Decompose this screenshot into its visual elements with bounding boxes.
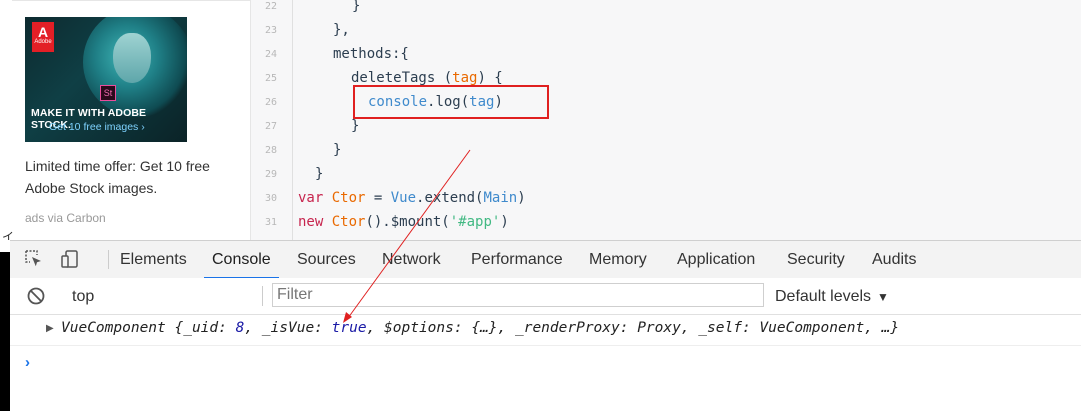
line-number: 29 (264, 169, 278, 180)
code-text: deleteTags (tag) { (351, 70, 503, 86)
divider (12, 0, 250, 5)
clear-console-icon[interactable] (26, 286, 46, 306)
code-line: 25 deleteTags (tag) { (251, 67, 1081, 90)
code-token: = (365, 190, 391, 206)
code-text: console.log(tag) (368, 94, 503, 110)
code-token: Ctor (331, 214, 366, 230)
code-text: var Ctor = Vue.extend(Main) (298, 190, 526, 206)
ad-artwork-face (113, 33, 151, 83)
code-text: } (351, 118, 360, 134)
context-selector[interactable]: top ▼ (72, 286, 312, 308)
inspect-element-icon[interactable] (24, 249, 44, 269)
code-token: deleteTags (351, 70, 436, 86)
context-selector-value: top (72, 288, 95, 305)
log-levels-dropdown[interactable]: Default levels ▼ (775, 286, 889, 308)
console-prompt-icon[interactable]: › (25, 354, 30, 371)
code-text: new Ctor().$mount('#app') (298, 214, 509, 230)
tab-console[interactable]: Console (204, 241, 279, 279)
code-text: } (333, 142, 342, 158)
adobe-stock-badge-icon: St (100, 85, 116, 101)
code-line: 27 } (251, 115, 1081, 138)
code-token: Main (483, 190, 518, 206)
ad-offer-link[interactable]: Limited time offer: Get 10 free Adobe St… (25, 158, 210, 196)
console-log-object[interactable]: VueComponent {_uid: 8, _isVue: true, $op… (61, 320, 899, 336)
code-line: 22 } (251, 0, 1081, 18)
tab-elements[interactable]: Elements (120, 251, 187, 268)
code-line: 24 methods:{ (251, 43, 1081, 66)
code-token: ().$mount( (365, 214, 450, 230)
device-toolbar-icon[interactable] (60, 249, 80, 269)
log-value: 8 (235, 320, 245, 336)
log-levels-label: Default levels (775, 288, 872, 305)
console-toolbar: top ▼ Default levels ▼ (10, 278, 1081, 315)
log-token: VueComponent { (61, 320, 184, 336)
line-number: 27 (264, 121, 278, 132)
expand-triangle-icon[interactable]: ▶ (46, 323, 54, 334)
tab-audits[interactable]: Audits (872, 251, 917, 268)
adobe-logo-label: Adobe (34, 39, 52, 45)
line-number: 24 (264, 49, 278, 60)
line-number: 22 (264, 1, 278, 12)
code-token: .log( (427, 94, 470, 110)
tab-memory[interactable]: Memory (589, 251, 647, 268)
code-line: 30 var Ctor = Vue.extend(Main) (251, 187, 1081, 210)
code-token: new (298, 214, 324, 230)
code-text: } (352, 0, 361, 14)
code-token: console (368, 94, 428, 110)
line-number: 31 (264, 217, 278, 228)
tab-security[interactable]: Security (787, 251, 845, 268)
line-number: 25 (264, 73, 278, 84)
ads-via-carbon-link[interactable]: ads via Carbon (25, 211, 106, 225)
highlight-box (353, 85, 549, 119)
tab-network[interactable]: Network (382, 251, 441, 268)
tab-application[interactable]: Application (677, 251, 756, 268)
code-token: Ctor (331, 190, 366, 206)
ad-cta-link[interactable]: Get 10 free images › (49, 121, 145, 133)
line-number: 23 (264, 25, 278, 36)
log-token: , _isVue: (244, 320, 332, 336)
devtools-panel: Elements Console Sources Network Perform… (0, 240, 1081, 411)
code-text: }, (333, 22, 350, 38)
tab-sources[interactable]: Sources (297, 251, 356, 268)
code-token: Vue (390, 190, 417, 206)
code-line: 29 } (251, 163, 1081, 186)
console-filter-input[interactable] (272, 283, 764, 307)
log-token: , $options: {…}, _renderProxy: Proxy, _s… (366, 320, 900, 336)
code-line: 31 new Ctor().$mount('#app') (251, 211, 1081, 234)
log-value: true (331, 320, 367, 336)
code-token: tag (452, 70, 478, 86)
line-number: 26 (264, 97, 278, 108)
tab-performance[interactable]: Performance (471, 251, 563, 268)
ad-headline: MAKE IT WITH ADOBE STOCK. (31, 107, 147, 131)
toolbar-divider (262, 286, 263, 306)
code-token: '#app' (449, 214, 501, 230)
log-token: _uid: (183, 320, 236, 336)
console-message[interactable]: ▶ VueComponent {_uid: 8, _isVue: true, $… (10, 315, 1081, 346)
gutter-border (292, 0, 293, 240)
dropdown-arrow-icon: ▼ (877, 290, 889, 304)
code-line: 23 }, (251, 19, 1081, 42)
code-token: var (298, 190, 324, 206)
code-editor: 22 } 23 }, 24 methods:{ 25 deleteTags (t… (251, 0, 1081, 240)
code-text: } (315, 166, 324, 182)
code-token: .extend( (416, 190, 484, 206)
code-token: tag (469, 94, 495, 110)
code-line: 28 } (251, 139, 1081, 162)
toolbar-divider (108, 250, 109, 269)
line-number: 28 (264, 145, 278, 156)
window-edge (0, 252, 10, 411)
line-number: 30 (264, 193, 278, 204)
devtools-tab-bar: Elements Console Sources Network Perform… (10, 240, 1081, 279)
code-line: 26 console.log(tag) (251, 91, 1081, 114)
code-text: methods:{ (333, 46, 409, 62)
